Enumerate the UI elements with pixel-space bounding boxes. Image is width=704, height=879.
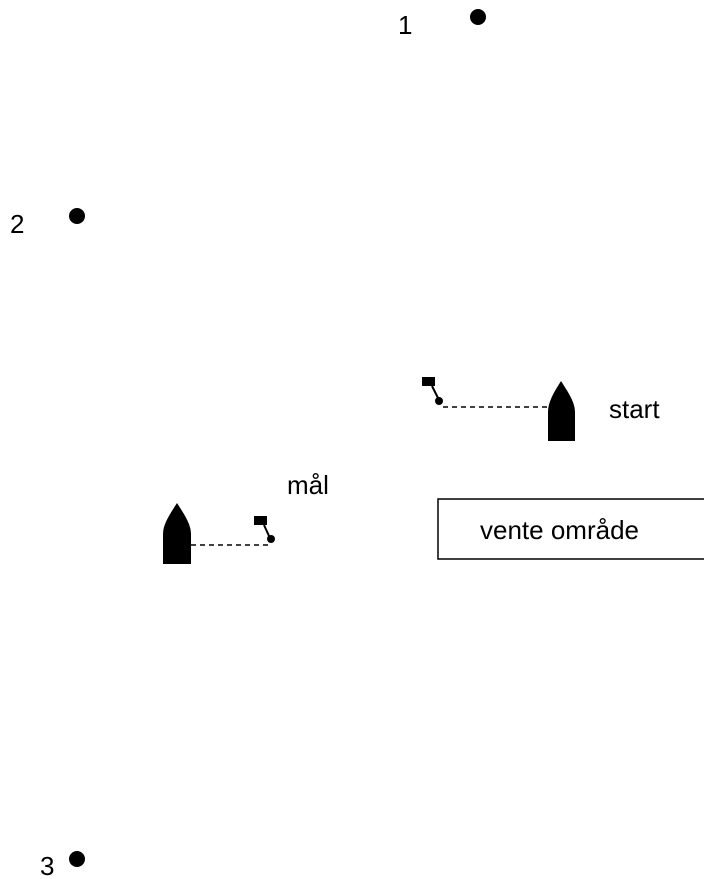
start-label: start [609,394,660,424]
finish-committee-boat-icon [163,503,191,564]
waiting-area-box: vente område [437,498,704,560]
mark-3-buoy-icon [69,851,85,867]
mark-1-buoy-icon [470,9,486,25]
mark-2-buoy-icon [69,208,85,224]
waiting-area-label: vente område [480,515,639,545]
finish-flag-icon [254,516,275,543]
start-flag-icon [422,377,443,405]
start-committee-boat-icon [548,381,575,441]
finish-label: mål [287,470,329,500]
mark-3-label: 3 [40,851,54,879]
finish-line [163,503,275,564]
mark-2-label: 2 [10,209,24,239]
start-line [422,377,575,441]
mark-1-label: 1 [398,10,412,40]
